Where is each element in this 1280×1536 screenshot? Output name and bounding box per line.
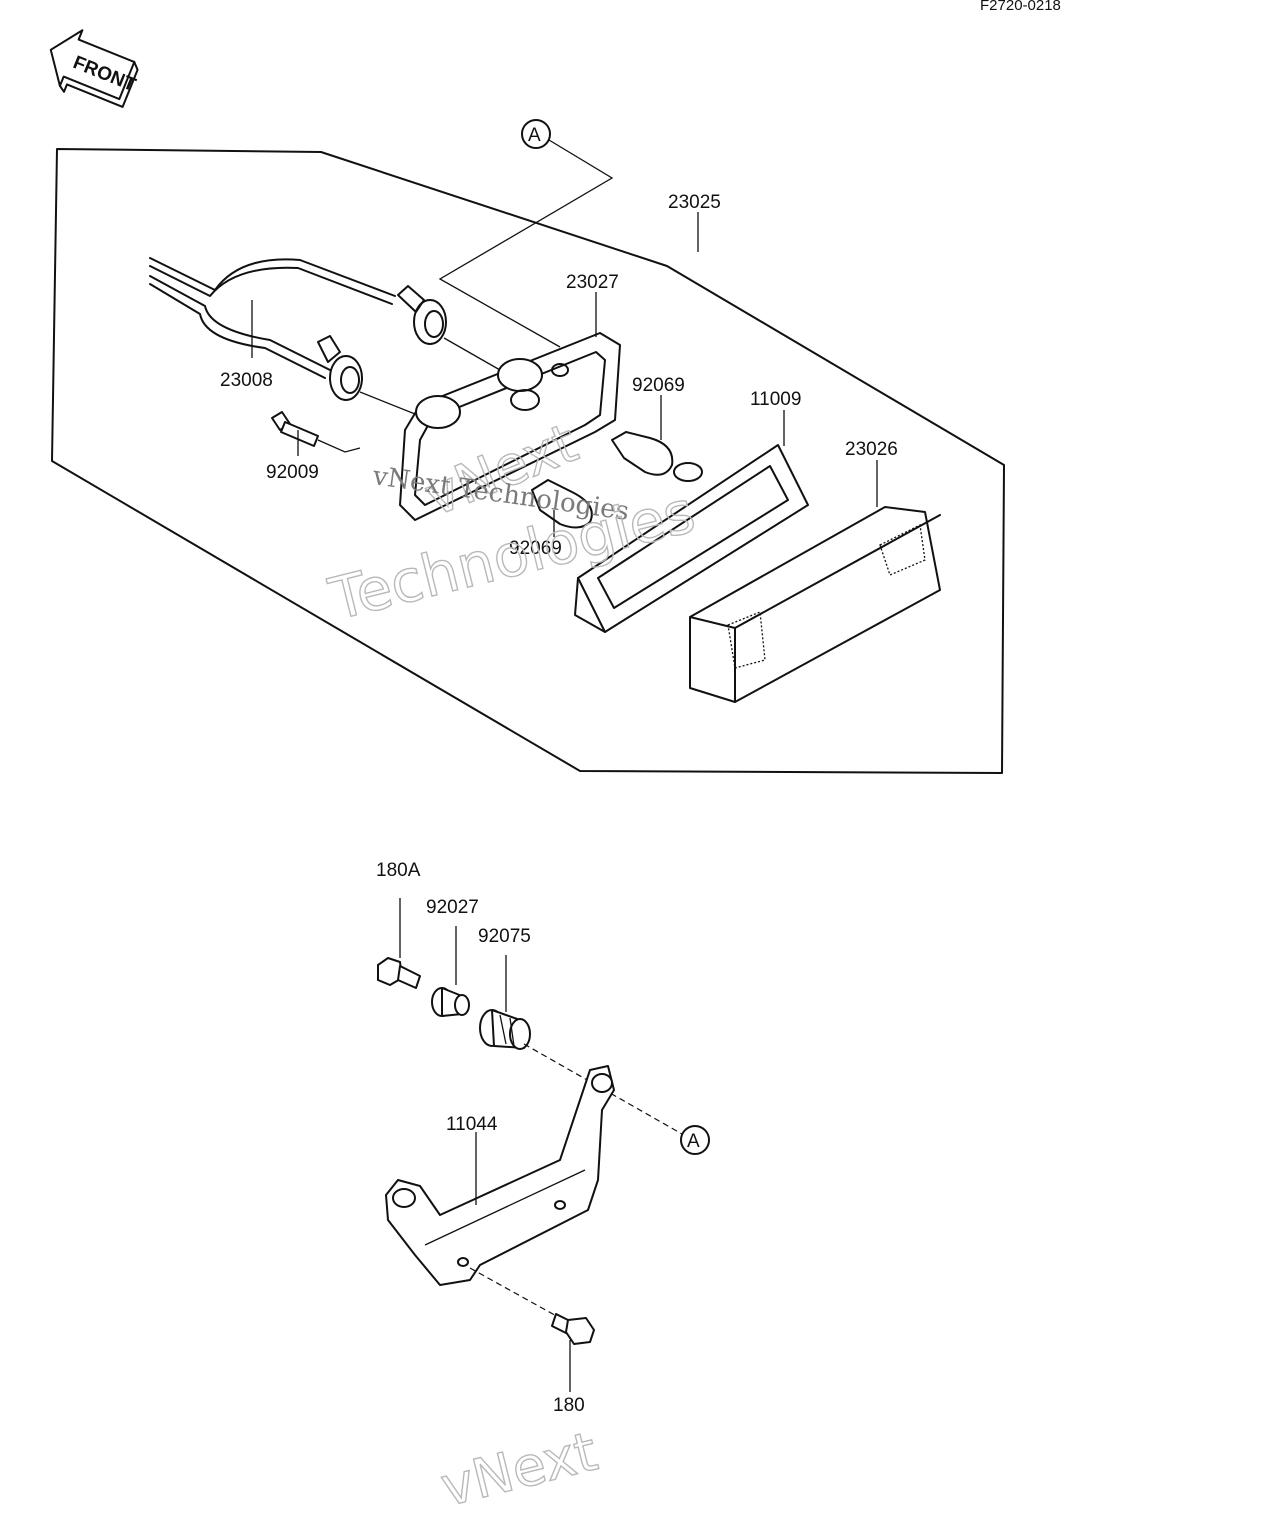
part-label-23026: 23026 — [845, 439, 898, 460]
part-label-23027: 23027 — [566, 272, 619, 293]
watermark-bottom: vNext — [435, 1420, 603, 1519]
part-label-23025: 23025 — [668, 192, 721, 213]
bulb-bottom — [531, 479, 593, 529]
part-label-92027: 92027 — [426, 897, 479, 918]
grommet-92075 — [479, 1009, 531, 1050]
part-label-11009: 11009 — [750, 389, 801, 410]
ref-marker-a-top: A — [521, 119, 551, 149]
part-label-92075: 92075 — [478, 926, 531, 947]
part-label-180: 180 — [553, 1395, 585, 1416]
part-label-92069-bottom: 92069 — [509, 538, 562, 559]
svg-text:A: A — [687, 1131, 700, 1152]
front-arrow-icon: FRONT — [49, 29, 139, 108]
bulb-top — [611, 431, 703, 482]
collar-92027 — [431, 987, 470, 1017]
bracket-11044 — [385, 1065, 615, 1286]
part-label-11044: 11044 — [446, 1114, 498, 1135]
part-label-92069-top: 92069 — [632, 375, 685, 396]
part-label-23008: 23008 — [220, 370, 273, 391]
lamp-housing — [399, 332, 621, 521]
part-label-180a: 180A — [376, 860, 421, 881]
bolt-92009 — [271, 411, 361, 453]
svg-text:A: A — [528, 125, 541, 146]
part-label-92009: 92009 — [266, 462, 319, 483]
wiring-harness — [149, 257, 501, 421]
ref-marker-a-bottom: A — [680, 1125, 710, 1155]
assembly-outline — [51, 148, 1005, 774]
screw-180a — [377, 957, 421, 989]
figure-code: F2720-0218 — [980, 0, 1061, 14]
lens-gasket — [574, 444, 809, 633]
tail-lens — [689, 506, 941, 703]
screw-180 — [551, 1313, 595, 1345]
